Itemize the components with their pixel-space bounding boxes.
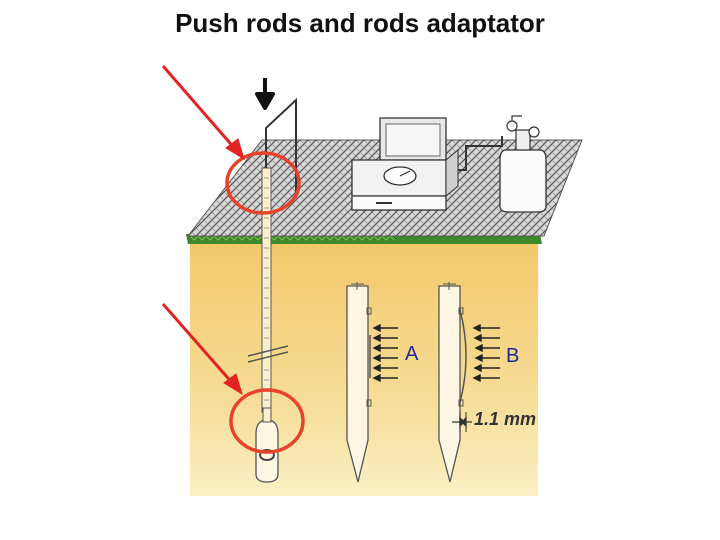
rod-top-cable — [265, 97, 297, 198]
blade-b-label: B — [506, 345, 520, 367]
valve-icon — [506, 120, 518, 132]
push-arrow-icon — [255, 78, 275, 110]
push-rod-markings — [264, 177, 269, 401]
gas-hose — [458, 136, 503, 171]
highlight-circle-top — [225, 151, 301, 215]
control-unit — [351, 117, 459, 211]
membrane-b — [459, 309, 467, 403]
expansion-label: 1.1 mm — [474, 409, 537, 429]
highlight-circle-bottom — [229, 388, 305, 454]
rod-break-upper — [247, 345, 289, 357]
page-title: Push rods and rods adaptator — [175, 8, 545, 38]
blade-b — [438, 282, 467, 483]
pointer-arrow-top — [161, 65, 245, 161]
adaptor-neck — [262, 407, 272, 423]
rod-break-lower — [247, 351, 289, 363]
pressure-arrows-b — [472, 323, 500, 383]
adaptor-ring — [259, 449, 275, 461]
expansion-dimension — [452, 412, 472, 432]
blade-a-label: A — [405, 343, 419, 365]
grass-texture — [189, 235, 395, 241]
pressure-arrows-a — [372, 323, 398, 383]
blade-a — [346, 282, 372, 483]
pointer-arrow-bottom — [161, 303, 243, 396]
gas-bottle — [499, 115, 547, 213]
pressure-gauge-icon — [528, 126, 540, 138]
push-rod — [261, 167, 272, 413]
